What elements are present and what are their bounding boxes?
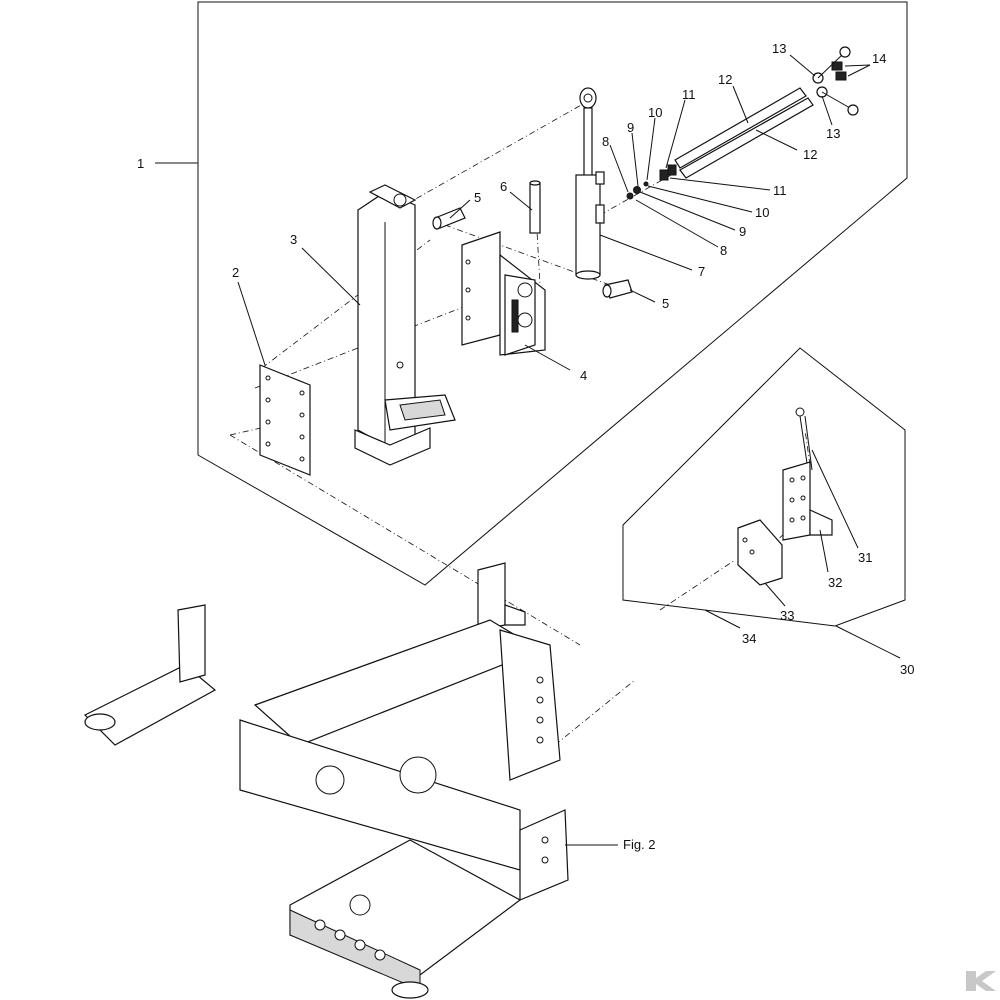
callout-30: 30 bbox=[900, 662, 914, 677]
brand-logo bbox=[962, 968, 998, 994]
callout-3: 3 bbox=[290, 232, 297, 247]
callout-1: 1 bbox=[137, 156, 144, 171]
callout-6: 6 bbox=[500, 179, 507, 194]
callout-34: 34 bbox=[742, 631, 756, 646]
part-7-hydraulic-cylinder bbox=[575, 87, 605, 280]
callout-8-upper: 8 bbox=[602, 134, 609, 149]
callout-9-lower: 9 bbox=[739, 224, 746, 239]
callout-5-upper: 5 bbox=[474, 190, 481, 205]
callout-4: 4 bbox=[580, 368, 587, 383]
leader-lines bbox=[155, 54, 901, 846]
part-33-plate bbox=[737, 519, 783, 586]
callout-31: 31 bbox=[858, 550, 872, 565]
part-12-hoses bbox=[674, 87, 814, 179]
callout-8-lower: 8 bbox=[720, 243, 727, 258]
callout-7: 7 bbox=[698, 264, 705, 279]
parts-13-14-couplers bbox=[812, 46, 859, 116]
callout-5-lower: 5 bbox=[662, 296, 669, 311]
part-4-bracket bbox=[461, 231, 546, 356]
part-3-jack-leg bbox=[354, 184, 456, 466]
callout-13-upper: 13 bbox=[772, 41, 786, 56]
part-31-chain bbox=[795, 407, 813, 471]
group-1-outline bbox=[197, 1, 908, 586]
group-30-outline bbox=[622, 347, 906, 627]
part-6-pin bbox=[529, 180, 541, 234]
callout-32: 32 bbox=[828, 575, 842, 590]
part-2-plate bbox=[259, 364, 311, 476]
callout-14: 14 bbox=[872, 51, 886, 66]
callout-10-upper: 10 bbox=[648, 105, 662, 120]
part-5-pin-lower bbox=[602, 279, 633, 299]
callout-12-upper: 12 bbox=[718, 72, 732, 87]
chassis-frame bbox=[83, 604, 569, 999]
part-32-bracket bbox=[782, 461, 833, 541]
figure-label: Fig. 2 bbox=[623, 837, 656, 852]
callout-12-lower: 12 bbox=[803, 147, 817, 162]
callout-33: 33 bbox=[780, 608, 794, 623]
parts-8-11-fittings bbox=[626, 164, 677, 200]
callout-10-lower: 10 bbox=[755, 205, 769, 220]
callout-9-upper: 9 bbox=[627, 120, 634, 135]
callout-11-upper: 11 bbox=[682, 87, 696, 102]
part-34-bracket bbox=[477, 562, 526, 631]
callout-11-lower: 11 bbox=[773, 183, 787, 198]
part-5-pin-upper bbox=[432, 207, 466, 230]
callout-2: 2 bbox=[232, 265, 239, 280]
callout-13-lower: 13 bbox=[826, 126, 840, 141]
